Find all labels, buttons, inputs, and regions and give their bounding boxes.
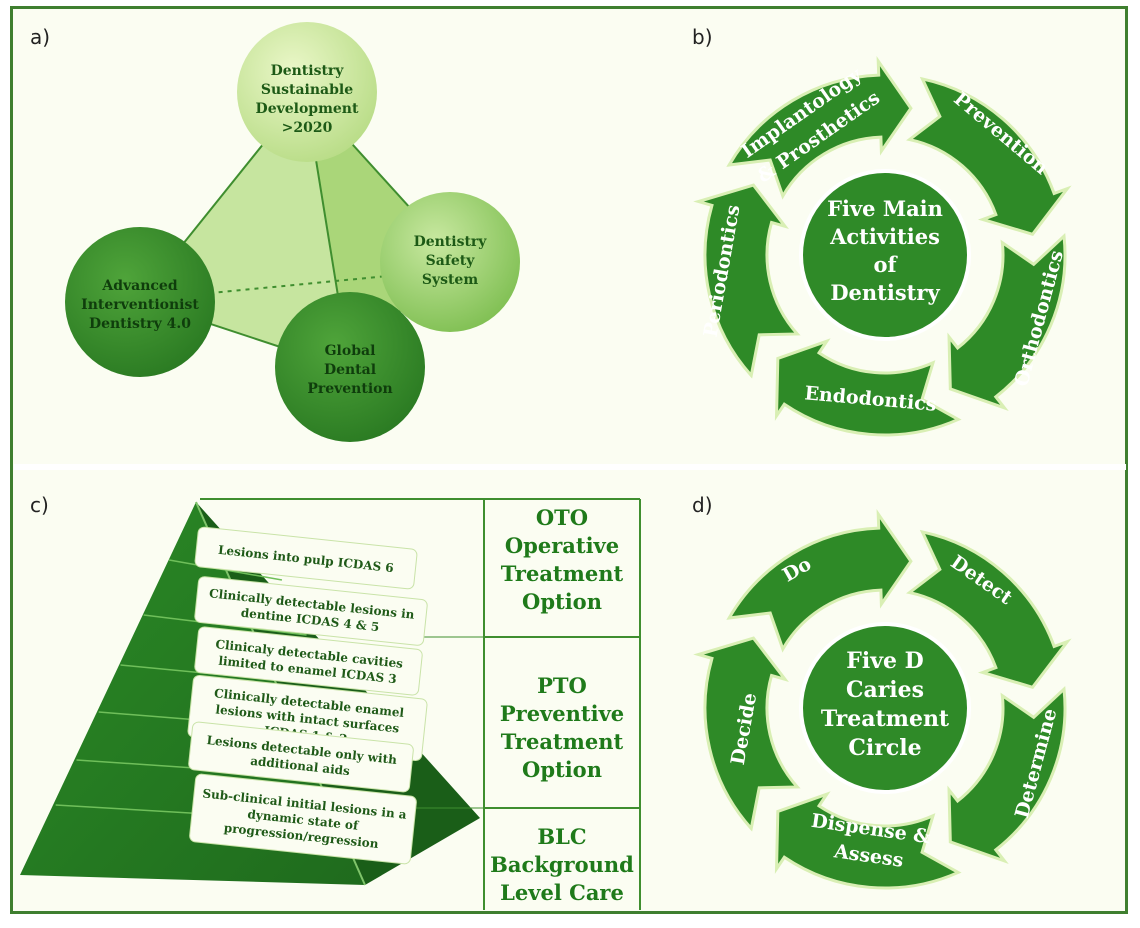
cycle-arrow-segment — [774, 791, 962, 890]
blc-line-2: Background — [490, 852, 634, 877]
layer-card-bg — [189, 773, 417, 865]
cycle-arrow-segment — [726, 56, 913, 200]
layer-card-bg — [188, 721, 414, 793]
layer-card-bg — [194, 626, 423, 696]
node-left-line-3: Dentistry 4.0 — [89, 316, 191, 332]
node-left-line-1: Advanced — [101, 278, 177, 294]
panel-d-label: d) — [692, 493, 713, 517]
cycle-arrow-segment — [906, 529, 1072, 689]
center-circle-d — [799, 622, 971, 794]
cycle-arrow-segment — [947, 686, 1067, 864]
node-bottom-line-3: Prevention — [307, 381, 392, 397]
pto-line-4: Option — [522, 757, 602, 782]
center-b-line-1: Five Main — [827, 196, 943, 221]
node-top-line-2: Sustainable — [261, 82, 353, 98]
layer-card: Lesions into pulp ICDAS 6 — [194, 526, 418, 590]
node-bottom-line-1: Global — [325, 343, 376, 359]
pto-line-1: PTO — [537, 673, 587, 698]
blc-line-3: Level Care — [500, 880, 624, 905]
center-b-line-3: of — [873, 252, 898, 277]
cycle-arrow-segment — [693, 636, 801, 832]
node-safety-system — [380, 192, 520, 332]
center-d-line-1: Five D — [846, 648, 924, 674]
oto-line-2: Operative — [505, 533, 619, 558]
center-circle-b — [799, 169, 971, 341]
layer-card: Sub-clinical initial lesions in adynamic… — [189, 773, 417, 865]
cycle-arrow-segment — [947, 233, 1067, 411]
panel-b: b) Five Main Activities of Dentistry Imp… — [692, 25, 1072, 437]
pto-line-2: Preventive — [500, 701, 624, 726]
center-b-line-4: Dentistry — [830, 280, 940, 305]
node-right-line-3: System — [422, 272, 479, 288]
cycle-arrow-segment — [906, 76, 1072, 236]
node-left-line-2: Interventionist — [81, 297, 199, 313]
layer-card-bg — [194, 526, 418, 590]
pto-line-3: Treatment — [501, 729, 624, 754]
cycle-ring-b — [693, 56, 1072, 437]
panel-a: a) Dentistry Sustainable Development >20… — [30, 22, 520, 442]
oto-line-1: OTO — [536, 505, 588, 530]
center-d-line-3: Treatment — [821, 706, 950, 732]
cycle-ring-d — [693, 509, 1072, 890]
node-right-line-1: Dentistry — [414, 234, 488, 250]
node-top-line-4: >2020 — [282, 120, 333, 136]
center-b-line-2: Activities — [829, 224, 940, 249]
panel-a-label: a) — [30, 25, 50, 49]
oto-line-3: Treatment — [501, 561, 624, 586]
oto-line-4: Option — [522, 589, 602, 614]
center-d-line-2: Caries — [846, 677, 924, 703]
panel-d: d) Five D Caries Treatment Circle Do Det… — [692, 493, 1072, 890]
layer-card-bg — [194, 576, 428, 646]
node-sustainable-development — [237, 22, 377, 162]
cycle-arrow-segment — [693, 183, 801, 379]
node-global-prevention — [275, 292, 425, 442]
node-right-line-2: Safety — [426, 253, 476, 269]
node-top-line-3: Development — [256, 101, 359, 117]
center-d-line-4: Circle — [848, 735, 921, 761]
node-bottom-line-2: Dental — [324, 362, 376, 378]
node-interventionist — [65, 227, 215, 377]
panel-b-label: b) — [692, 25, 713, 49]
panel-c-label: c) — [30, 493, 49, 517]
cycle-arrow-segment — [774, 338, 962, 437]
blc-line-1: BLC — [537, 824, 586, 849]
cycle-arrow-segment — [726, 509, 913, 653]
node-top-line-1: Dentistry — [271, 63, 345, 79]
